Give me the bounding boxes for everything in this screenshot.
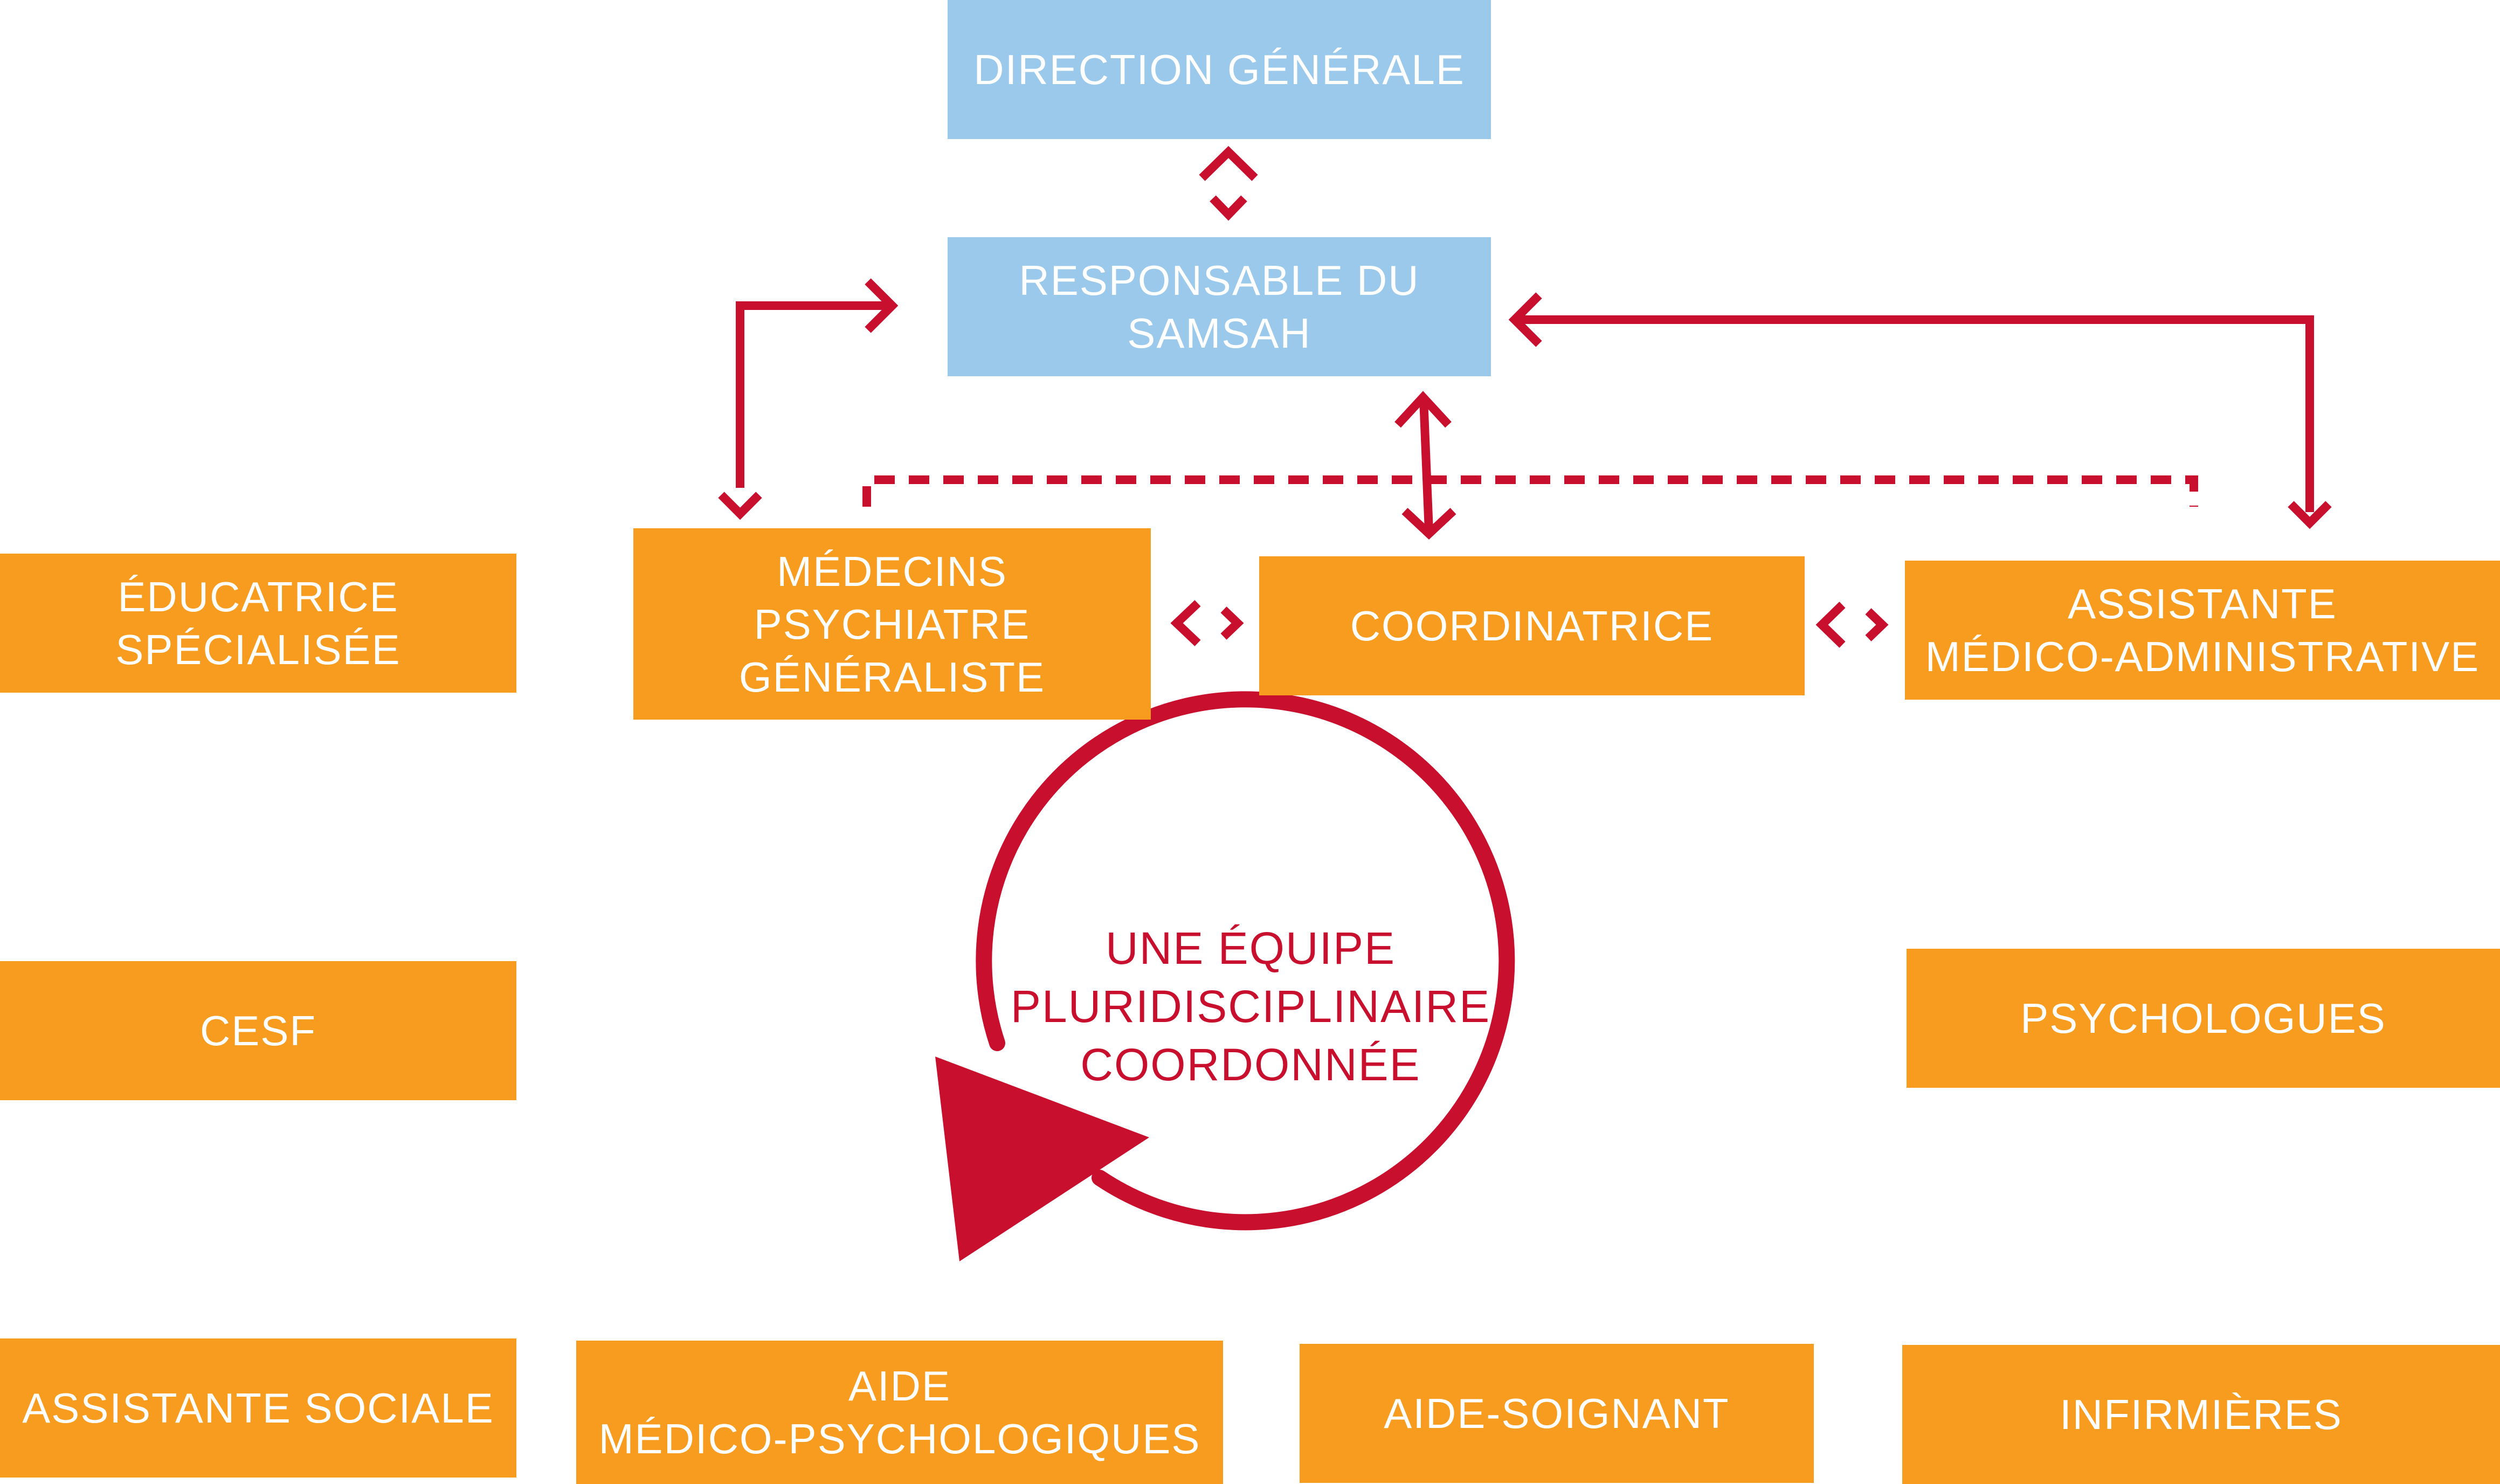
arrowhead-right-icon — [865, 278, 899, 333]
node-cesf: CESF — [0, 961, 516, 1100]
chevron-down-icon — [1210, 195, 1247, 221]
chevron-right-icon — [1865, 608, 1889, 641]
chevron-up-icon — [1199, 146, 1258, 181]
node-label: SAMSAH — [1127, 309, 1311, 357]
chevron-left-icon — [1170, 600, 1201, 646]
node-label: DIRECTION GÉNÉRALE — [973, 46, 1465, 93]
node-coordinatrice: COORDINATRICE — [1259, 556, 1805, 695]
node-label: PSYCHOLOGUES — [2020, 995, 2386, 1042]
arrowhead-down-icon — [1401, 508, 1456, 540]
cycle-label-line: PLURIDISCIPLINAIRE — [1010, 981, 1491, 1032]
chevron-right-icon — [1220, 606, 1244, 640]
cycle-label-line: UNE ÉQUIPE — [1105, 923, 1396, 974]
node-label: COORDINATRICE — [1350, 602, 1714, 650]
node-label: RESPONSABLE DU — [1019, 257, 1420, 304]
chevron-left-icon — [1815, 602, 1846, 648]
node-responsable: RESPONSABLE DU SAMSAH — [948, 237, 1491, 376]
node-label: ÉDUCATRICE — [118, 573, 399, 620]
arrowhead-down-icon — [2288, 501, 2332, 529]
arrowhead-left-icon — [1508, 292, 1542, 347]
node-aide-medico-psychologiques: AIDE MÉDICO-PSYCHOLOGIQUES — [576, 1341, 1223, 1484]
arrowhead-up-icon — [1394, 391, 1452, 428]
dashed-connector — [862, 475, 2198, 507]
node-direction-generale: DIRECTION GÉNÉRALE — [948, 0, 1491, 139]
node-label: ASSISTANTE SOCIALE — [22, 1384, 494, 1432]
node-psychologues: PSYCHOLOGUES — [1907, 949, 2500, 1088]
cycle-label: UNE ÉQUIPE PLURIDISCIPLINAIRE COORDONNÉE — [927, 919, 1574, 1094]
node-label: GÉNÉRALISTE — [738, 653, 1046, 701]
node-assistante-sociale: ASSISTANTE SOCIALE — [0, 1338, 516, 1478]
node-label: MÉDICO-ADMINISTRATIVE — [1925, 633, 2480, 680]
node-label: MÉDECINS — [777, 547, 1007, 595]
node-aide-soignant: AIDE-SOIGNANT — [1300, 1344, 1814, 1483]
cycle-arrowhead-icon — [935, 1057, 1149, 1261]
node-label: ASSISTANTE — [2068, 580, 2337, 627]
node-label: PSYCHIATRE — [754, 600, 1031, 648]
node-assistante-medico-administrative: ASSISTANTE MÉDICO-ADMINISTRATIVE — [1905, 561, 2500, 700]
cycle-label-line: COORDONNÉE — [1080, 1039, 1421, 1090]
connector-assistante-responsable — [1515, 315, 2314, 512]
node-medecins: MÉDECINS PSYCHIATRE GÉNÉRALISTE — [633, 528, 1151, 720]
node-label: AIDE-SOIGNANT — [1384, 1390, 1730, 1437]
node-educatrice: ÉDUCATRICE SPÉCIALISÉE — [0, 554, 516, 693]
node-label: MÉDICO-PSYCHOLOGIQUES — [598, 1415, 1201, 1462]
node-label: CESF — [199, 1007, 317, 1054]
arrowhead-down-icon — [718, 492, 762, 520]
cycle-arrow — [976, 691, 1515, 1231]
connector-medecins-responsable — [736, 301, 892, 488]
node-label: SPÉCIALISÉE — [115, 626, 401, 673]
node-label: AIDE — [848, 1362, 951, 1410]
node-label: INFIRMIÈRES — [2060, 1391, 2343, 1438]
connector-responsable-coordinatrice — [1419, 398, 1433, 532]
node-infirmieres: INFIRMIÈRES — [1902, 1345, 2500, 1484]
